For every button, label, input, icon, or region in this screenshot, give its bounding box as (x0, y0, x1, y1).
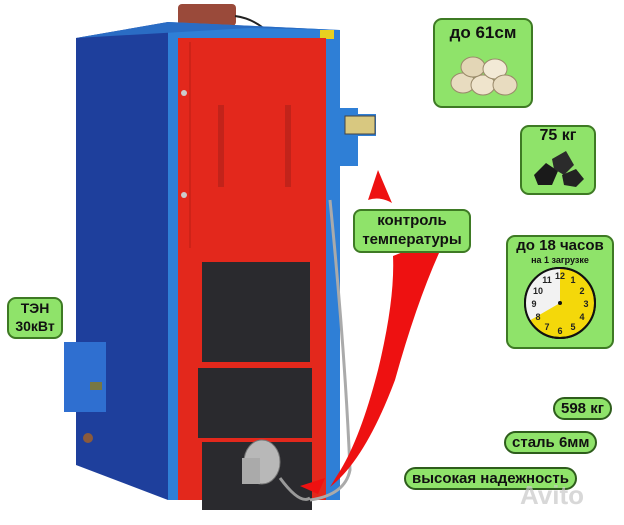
steel-thickness-badge: сталь 6мм (504, 431, 598, 454)
svg-text:3: 3 (583, 299, 588, 309)
svg-text:8: 8 (535, 312, 540, 322)
svg-text:12: 12 (555, 271, 565, 281)
heater-power-line2: 30кВт (15, 318, 55, 334)
firewood-length-badge: до 61см (433, 18, 533, 108)
avito-watermark: Avito (520, 480, 585, 510)
firewood-length-label: до 61см (449, 23, 517, 42)
svg-text:2: 2 (579, 286, 584, 296)
reliability-badge: высокая надежность (404, 467, 577, 490)
svg-text:10: 10 (533, 286, 543, 296)
weight-badge: 598 кг (553, 397, 612, 420)
burn-time-subtitle: на 1 загрузке (531, 255, 589, 265)
burn-time-title: до 18 часов (516, 237, 604, 254)
coal-load-label: 75 кг (539, 127, 577, 144)
svg-text:7: 7 (544, 322, 549, 332)
temperature-control-badge: контроль температуры (353, 209, 471, 253)
svg-text:6: 6 (557, 326, 562, 336)
svg-text:1: 1 (570, 275, 575, 285)
coal-load-badge: 75 кг (520, 125, 596, 195)
heater-power-line1: ТЭН (20, 300, 50, 316)
heater-power-badge: ТЭН 30кВт (7, 297, 63, 339)
svg-text:4: 4 (579, 312, 584, 322)
svg-text:9: 9 (531, 299, 536, 309)
svg-text:11: 11 (542, 275, 552, 285)
temperature-control-line2: температуры (362, 231, 462, 248)
svg-text:5: 5 (570, 322, 575, 332)
coal-icon (534, 151, 584, 187)
firewood-icon (450, 56, 518, 96)
temperature-control-line1: контроль (377, 212, 447, 229)
